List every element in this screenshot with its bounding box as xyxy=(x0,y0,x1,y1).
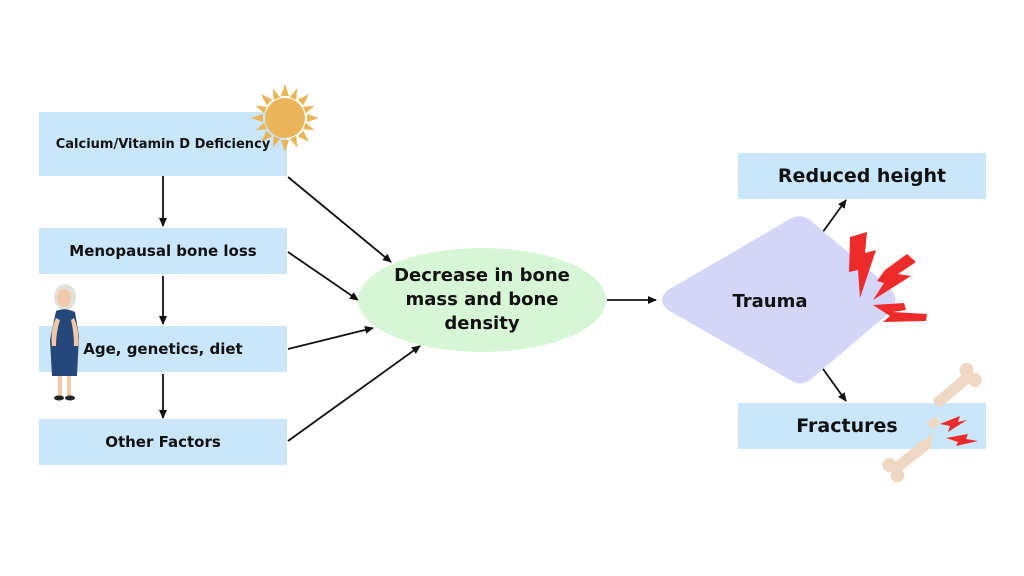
lightning-bolt-icon xyxy=(849,232,927,322)
fracture-spark-icon xyxy=(940,416,978,446)
center-text: Decrease in bone mass and bone density xyxy=(394,264,570,336)
elderly-woman-icon xyxy=(50,284,79,401)
arrow-menopausal-to-center xyxy=(287,251,359,301)
arrow-calcium-to-center xyxy=(287,176,392,263)
cause-label-age: Age, genetics, diet xyxy=(83,340,243,358)
trauma-diamond xyxy=(662,216,896,384)
sun-icon xyxy=(251,84,319,152)
outcome-box-reduced-height: Reduced height xyxy=(738,153,986,199)
broken-bone-icon xyxy=(882,362,982,483)
center-line-1: Decrease in bone xyxy=(394,265,570,286)
arrow-other-to-center xyxy=(287,345,421,442)
center-line-3: density xyxy=(444,313,520,334)
cause-label-calcium: Calcium/Vitamin D Deficiency xyxy=(55,136,271,152)
center-ellipse xyxy=(358,248,606,352)
cause-box-menopausal: Menopausal bone loss xyxy=(39,228,287,274)
cause-label-other: Other Factors xyxy=(105,433,221,451)
center-line-2: mass and bone xyxy=(405,289,559,310)
outcome-label-fractures: Fractures xyxy=(796,415,898,437)
cause-box-calcium: Calcium/Vitamin D Deficiency xyxy=(39,112,287,176)
cause-box-age: Age, genetics, diet xyxy=(39,326,287,372)
cause-box-other: Other Factors xyxy=(39,419,287,465)
outcome-box-fractures: Fractures xyxy=(738,403,986,449)
center-node: Decrease in bone mass and bone density xyxy=(358,248,606,352)
cause-label-menopausal: Menopausal bone loss xyxy=(69,242,257,260)
trauma-label: Trauma xyxy=(732,290,808,312)
outcome-label-reduced-height: Reduced height xyxy=(777,165,947,187)
arrow-age-to-center xyxy=(287,326,374,350)
